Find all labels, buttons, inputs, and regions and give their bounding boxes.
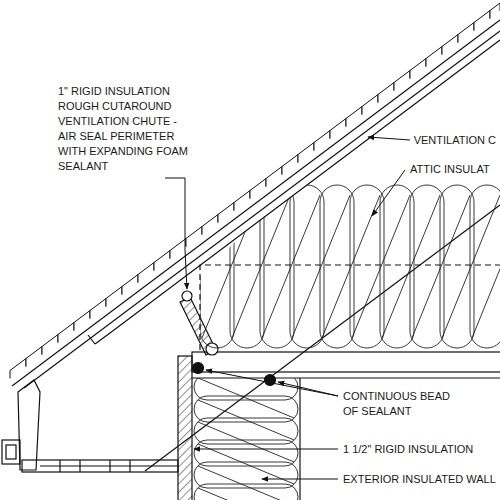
soffit-joint xyxy=(40,465,178,466)
roof-deck-top xyxy=(12,20,500,386)
batt-stroke xyxy=(382,195,440,338)
rigid-insulation-strip xyxy=(178,356,192,500)
shingle xyxy=(410,59,426,79)
shingle xyxy=(170,239,186,259)
shingle xyxy=(90,299,106,319)
batt-stroke xyxy=(292,195,350,338)
fascia xyxy=(18,380,40,470)
batt-loop xyxy=(290,185,324,348)
foam-sealant xyxy=(182,291,192,301)
leader-line xyxy=(278,382,338,396)
batt-stroke xyxy=(352,195,410,338)
shingle xyxy=(26,347,42,367)
batt-loop xyxy=(410,185,444,348)
shingle xyxy=(298,143,314,163)
shingle xyxy=(186,227,202,247)
batt-loop xyxy=(440,185,474,348)
batt-stroke xyxy=(198,488,294,500)
shingle xyxy=(282,155,298,175)
callout-label: EXTERIOR INSULATED WALL xyxy=(341,472,498,487)
shingle xyxy=(490,3,500,19)
sealant-bead xyxy=(193,363,204,374)
attic-batt-insulation xyxy=(200,185,500,348)
leader-line xyxy=(262,479,338,480)
batt-stroke xyxy=(232,195,290,338)
batt-loop xyxy=(470,185,500,348)
shingle xyxy=(426,47,442,67)
batt-loop xyxy=(200,185,234,348)
callout-label: VENTILATION C xyxy=(412,133,498,148)
shingle xyxy=(394,71,410,91)
callout-label: 1 1/2" RIGID INSULATION xyxy=(341,442,475,457)
shingle xyxy=(42,335,58,355)
callout-label: CONTINUOUS BEAD OF SEALANT xyxy=(341,389,467,419)
shingle xyxy=(122,275,138,295)
shingle xyxy=(330,119,346,139)
shingle xyxy=(442,35,458,55)
batt-stroke xyxy=(472,195,500,338)
batt-loop xyxy=(380,185,414,348)
callout-note: 1" RIGID INSULATION ROUGH CUTAROUND VENT… xyxy=(56,84,198,174)
gutter-inner xyxy=(6,445,16,459)
batt-stroke xyxy=(198,466,294,500)
soffit xyxy=(22,460,178,472)
batt-stroke xyxy=(262,195,320,338)
batt-stroke xyxy=(202,195,260,338)
wall-batt-insulation xyxy=(194,378,298,500)
batt-loop xyxy=(350,185,384,348)
top-plate xyxy=(192,352,500,372)
shingle xyxy=(346,107,362,127)
stud-face xyxy=(299,378,300,500)
shingle xyxy=(58,323,74,343)
batt-stroke xyxy=(198,400,294,440)
shingle xyxy=(218,203,234,223)
shingle xyxy=(362,95,378,115)
batt-stroke xyxy=(442,195,500,338)
leader-line xyxy=(368,137,410,140)
batt-stroke xyxy=(322,195,380,338)
leader-line xyxy=(165,178,187,289)
shingle xyxy=(154,251,170,271)
batt-loop xyxy=(260,185,294,348)
gutter xyxy=(2,440,20,464)
leader-line xyxy=(194,449,338,450)
shingle xyxy=(474,11,490,31)
batt-loop xyxy=(194,378,298,400)
batt-loop xyxy=(320,185,354,348)
batt-loop xyxy=(194,484,298,500)
shingle xyxy=(202,215,218,235)
shingle xyxy=(138,263,154,283)
roof-deck-bottom xyxy=(24,31,500,388)
chute-end xyxy=(88,335,95,344)
leader-line xyxy=(372,170,405,216)
leader-line xyxy=(206,370,338,396)
shingle xyxy=(378,83,394,103)
shingle xyxy=(458,23,474,43)
batt-stroke xyxy=(198,444,294,484)
shingle xyxy=(10,359,26,379)
shingle xyxy=(314,131,330,151)
batt-loop xyxy=(230,185,264,348)
batt-stroke xyxy=(198,422,294,462)
shingle xyxy=(106,287,122,307)
batt-stroke xyxy=(412,195,470,338)
ceiling-line xyxy=(192,377,500,378)
shingle xyxy=(266,167,282,187)
shingle xyxy=(74,311,90,331)
shingle xyxy=(250,179,266,199)
shingle xyxy=(234,191,250,211)
callout-label: ATTIC INSULAT xyxy=(408,162,492,177)
